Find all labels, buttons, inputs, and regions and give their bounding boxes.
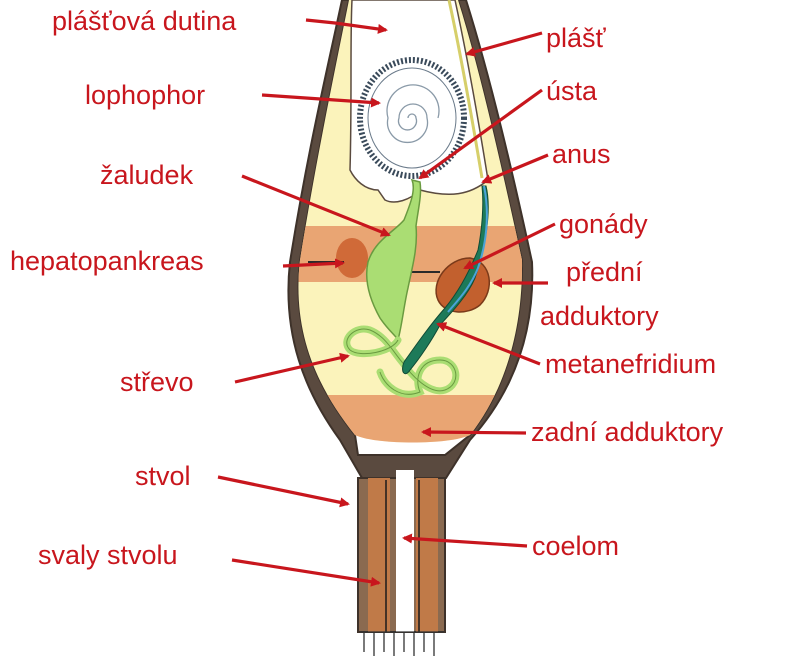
label-metanefridium: metanefridium (545, 349, 716, 379)
label-lophophor: lophophor (85, 80, 205, 110)
stalk (358, 470, 445, 656)
arrow-svaly-stvolu (232, 560, 379, 583)
label-strevo: střevo (120, 367, 194, 397)
label-gonady: gonády (559, 209, 648, 239)
coelom-channel (396, 470, 414, 632)
label-stvol: stvol (135, 461, 191, 491)
arrow-zadni-adduktory (423, 432, 526, 433)
label-hepatopankreas: hepatopankreas (10, 246, 204, 276)
label-plast: plášť (546, 23, 607, 53)
label-anus: anus (552, 139, 611, 169)
arrow-stvol (218, 477, 348, 504)
label-plastova-dutina: plášťová dutina (52, 6, 237, 36)
label-usta: ústa (546, 76, 598, 106)
label-predni-line2: adduktory (540, 301, 659, 331)
label-svaly-stvolu: svaly stvolu (38, 540, 178, 570)
label-coelom: coelom (532, 531, 619, 561)
stalk-rootlets (360, 632, 444, 656)
label-zadni-adduktory: zadní adduktory (531, 417, 724, 447)
hepatopancreas-organ (336, 238, 368, 278)
label-zaludek: žaludek (100, 160, 194, 190)
label-predni-line1: přední (566, 257, 643, 287)
